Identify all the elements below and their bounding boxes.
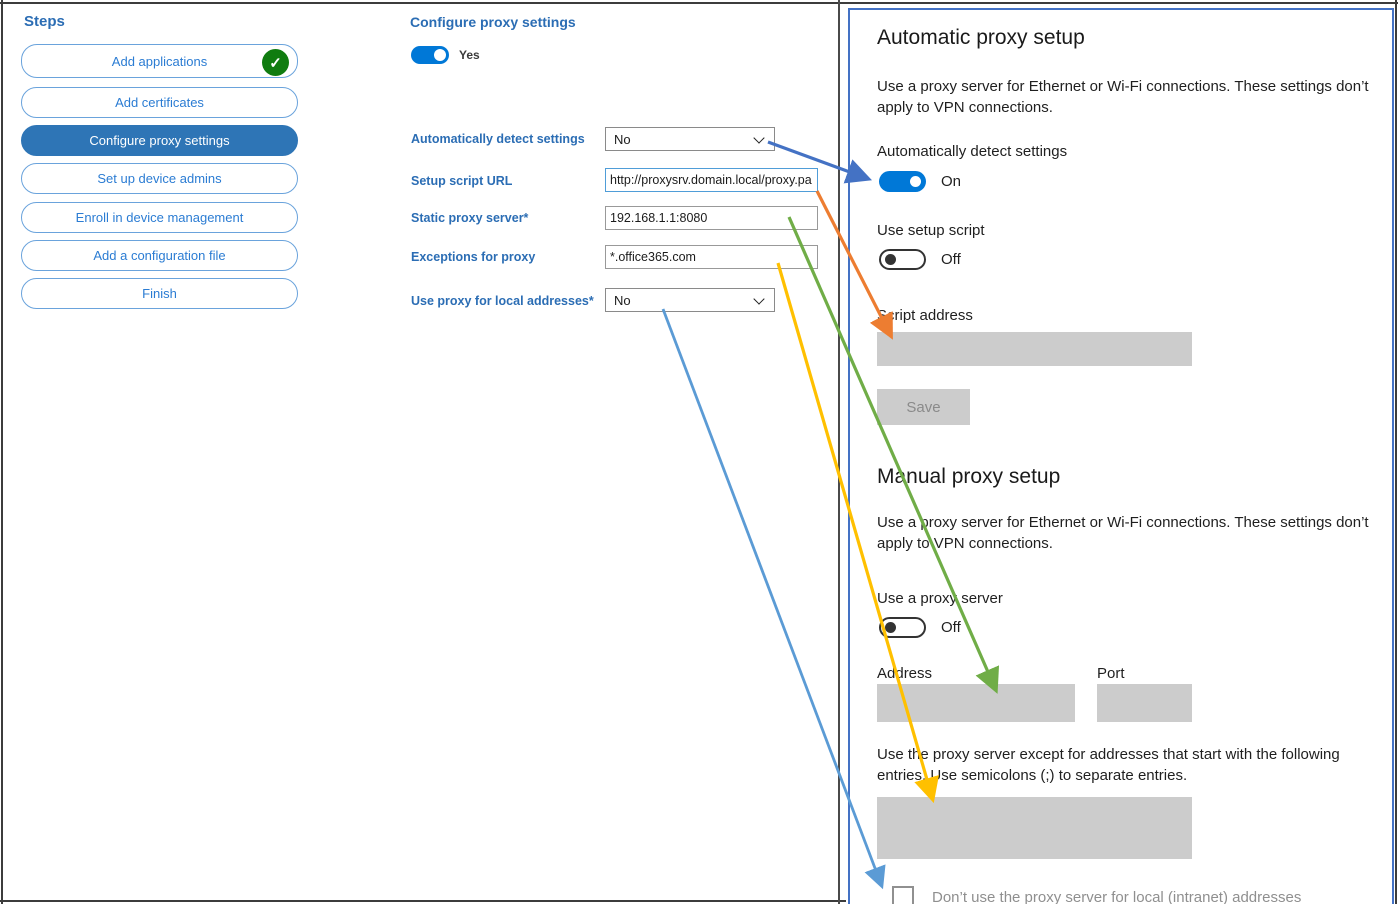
manual-proxy-description: Use a proxy server for Ethernet or Wi-Fi… bbox=[877, 514, 1369, 552]
chevron-down-icon bbox=[753, 132, 765, 144]
port-input bbox=[1097, 684, 1192, 722]
steps-title: Steps bbox=[24, 13, 65, 30]
field-label-static-proxy-server: Static proxy server* bbox=[411, 211, 529, 225]
step-add-a-configuration-file[interactable]: Add a configuration file bbox=[21, 240, 298, 271]
static-proxy-server-input[interactable] bbox=[605, 206, 818, 230]
windows-proxy-settings-panel: Automatic proxy setup Use a proxy server… bbox=[848, 8, 1394, 904]
dropdown-value: No bbox=[614, 131, 631, 147]
toggle-knob bbox=[885, 622, 896, 633]
local-addresses-checkbox bbox=[892, 886, 914, 904]
chevron-down-icon bbox=[753, 293, 765, 305]
script-address-input bbox=[877, 332, 1192, 366]
step-label: Add a configuration file bbox=[93, 248, 226, 263]
toggle-knob bbox=[910, 176, 921, 187]
step-label: Add certificates bbox=[115, 95, 204, 110]
completed-check-icon: ✓ bbox=[262, 49, 289, 76]
step-finish[interactable]: Finish bbox=[21, 278, 298, 309]
detect-settings-toggle[interactable] bbox=[879, 171, 926, 192]
field-label-setup-script-url: Setup script URL bbox=[411, 174, 513, 188]
field-label-detect-settings: Automatically detect settings bbox=[411, 132, 585, 146]
use-proxy-server-label: Use a proxy server bbox=[877, 590, 1003, 607]
configure-proxy-toggle-label: Yes bbox=[459, 48, 480, 62]
step-label: Add applications bbox=[111, 53, 208, 69]
step-label: Enroll in device management bbox=[75, 210, 244, 225]
exceptions-textarea bbox=[877, 797, 1192, 859]
automatic-proxy-heading: Automatic proxy setup bbox=[877, 26, 1085, 49]
step-add-applications[interactable]: Add applications ✓ bbox=[21, 44, 298, 78]
frame-border-bottom bbox=[0, 900, 846, 902]
address-input bbox=[877, 684, 1075, 722]
frame-border-right bbox=[1395, 0, 1397, 904]
step-label: Set up device admins bbox=[97, 171, 222, 186]
save-button: Save bbox=[877, 389, 970, 425]
step-label: Configure proxy settings bbox=[89, 133, 230, 148]
frame-border-top bbox=[0, 2, 1398, 4]
step-add-certificates[interactable]: Add certificates bbox=[21, 87, 298, 118]
exceptions-for-proxy-input[interactable] bbox=[605, 245, 818, 269]
manual-proxy-heading: Manual proxy setup bbox=[877, 465, 1061, 488]
detect-settings-dropdown[interactable]: No bbox=[605, 127, 775, 151]
use-proxy-server-state: Off bbox=[941, 619, 961, 636]
pane-divider bbox=[838, 0, 840, 904]
toggle-knob bbox=[885, 254, 896, 265]
use-proxy-server-toggle[interactable] bbox=[879, 617, 926, 638]
configure-proxy-toggle[interactable] bbox=[411, 46, 449, 64]
dropdown-value: No bbox=[614, 292, 631, 308]
step-configure-proxy-settings[interactable]: Configure proxy settings bbox=[21, 125, 298, 156]
field-label-exceptions-for-proxy: Exceptions for proxy bbox=[411, 250, 536, 264]
detect-settings-label: Automatically detect settings bbox=[877, 143, 1068, 160]
field-label-use-proxy-local: Use proxy for local addresses* bbox=[411, 294, 594, 308]
exceptions-description: Use the proxy server except for addresse… bbox=[877, 746, 1340, 784]
step-enroll-in-device-management[interactable]: Enroll in device management bbox=[21, 202, 298, 233]
automatic-proxy-description: Use a proxy server for Ethernet or Wi-Fi… bbox=[877, 78, 1369, 116]
script-address-label: Script address bbox=[877, 307, 973, 324]
local-addresses-checkbox-label: Don’t use the proxy server for local (in… bbox=[932, 889, 1302, 904]
frame-border-left bbox=[1, 0, 3, 904]
address-label: Address bbox=[877, 665, 933, 682]
form-title: Configure proxy settings bbox=[410, 14, 576, 30]
use-setup-script-state: Off bbox=[941, 251, 961, 268]
port-label: Port bbox=[1097, 665, 1125, 682]
step-set-up-device-admins[interactable]: Set up device admins bbox=[21, 163, 298, 194]
step-label: Finish bbox=[142, 286, 177, 301]
toggle-knob bbox=[434, 49, 446, 61]
setup-script-url-input[interactable] bbox=[605, 168, 818, 192]
use-setup-script-toggle[interactable] bbox=[879, 249, 926, 270]
use-proxy-local-dropdown[interactable]: No bbox=[605, 288, 775, 312]
detect-settings-state: On bbox=[941, 173, 962, 190]
use-setup-script-label: Use setup script bbox=[877, 222, 985, 239]
